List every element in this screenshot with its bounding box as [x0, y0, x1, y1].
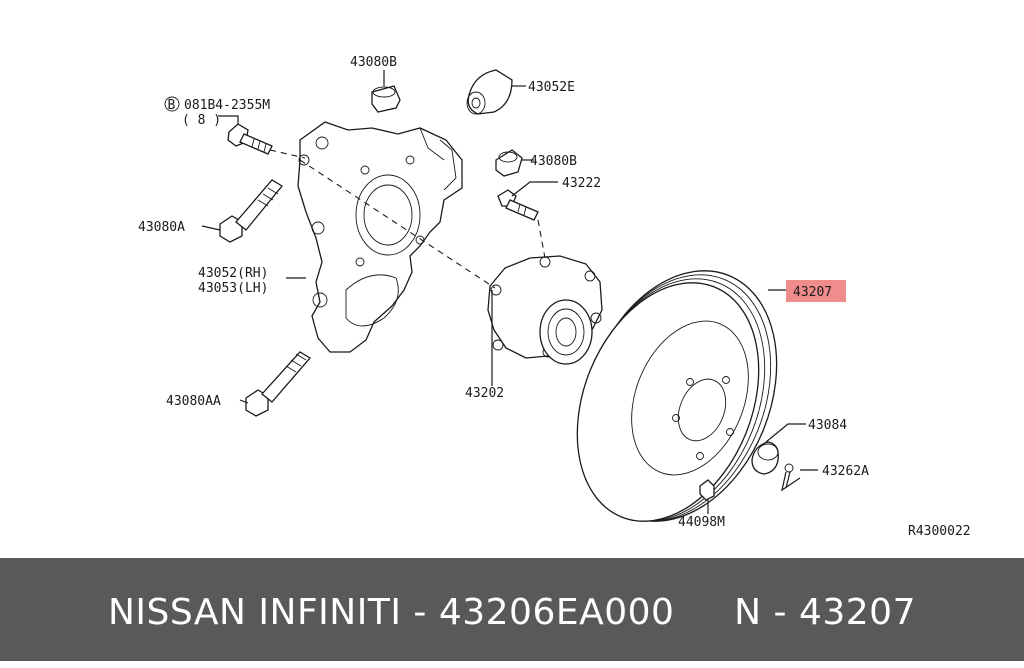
bushing-43080b-top — [371, 85, 401, 113]
label-43080a: 43080A — [138, 220, 185, 235]
steering-knuckle — [297, 121, 463, 353]
bushing-43052e — [466, 69, 513, 115]
label-43222: 43222 — [562, 176, 601, 191]
cotter-pin-43262a — [781, 463, 801, 492]
bolt-081b4-2355m — [227, 123, 273, 155]
label-43207: 43207 — [793, 285, 832, 300]
highlight-box — [786, 280, 846, 302]
label-43080b-mid: 43080B — [530, 154, 577, 169]
label-knuckle-lh: 43053(LH) — [198, 281, 268, 296]
label-43052e: 43052E — [528, 80, 575, 95]
nut-44098m — [699, 479, 715, 501]
label-43080aa: 43080AA — [166, 394, 221, 409]
label-bolt-spec: 081B4-2355M — [184, 98, 270, 113]
exploded-parts-diagram: B 081B4-2355M ( 8 ) 43080B 43052E 43080B… — [138, 55, 971, 539]
bolt-43080a — [219, 179, 283, 243]
dust-cap-43084 — [751, 441, 779, 475]
footer-bar: NISSAN INFINITI - 43206EA000 N - 43207 — [0, 558, 1024, 661]
assembly-guide-lines — [269, 149, 546, 289]
label-44098m: 44098M — [678, 515, 725, 530]
figure-reference: R4300022 — [908, 524, 971, 539]
label-43084: 43084 — [808, 418, 847, 433]
brake-rotor-43207 — [576, 270, 778, 522]
hub-bearing-43202 — [487, 255, 603, 365]
wheel-stud-43222 — [497, 189, 539, 221]
bolt-43080aa — [245, 351, 311, 417]
part-labels: B 081B4-2355M ( 8 ) 43080B 43052E 43080B… — [138, 55, 971, 539]
footer-part-number: NISSAN INFINITI - 43206EA000 N - 43207 — [108, 592, 916, 633]
label-43080b-top: 43080B — [350, 55, 397, 70]
bushing-43080b-mid — [495, 149, 523, 177]
bolt-circle-letter: B — [168, 98, 176, 113]
label-43202: 43202 — [465, 386, 504, 401]
label-knuckle-rh: 43052(RH) — [198, 266, 268, 281]
leader-lines — [201, 70, 818, 514]
label-bolt-qty: ( 8 ) — [182, 113, 221, 128]
label-43262a: 43262A — [822, 464, 869, 479]
